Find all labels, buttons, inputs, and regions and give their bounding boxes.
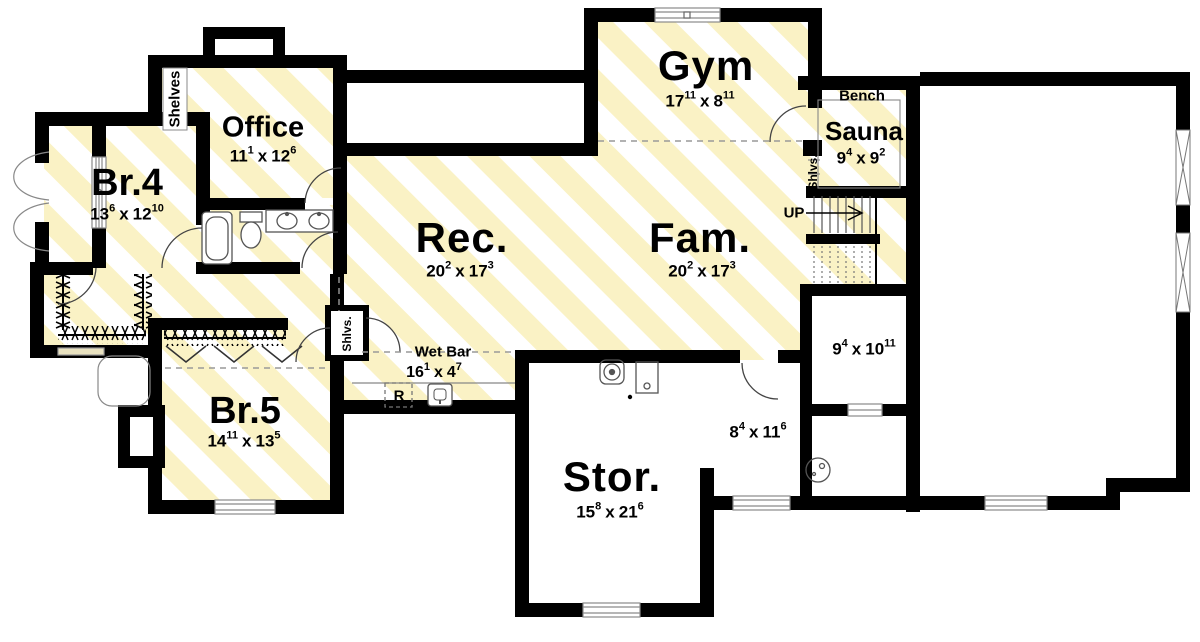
bifold-doors: [165, 345, 303, 364]
doors[interactable]: [57, 105, 807, 400]
up-label: UP: [783, 204, 805, 222]
shelves-label: Shelves: [166, 70, 184, 128]
mechanical-fixtures: [599, 359, 831, 483]
room-label-sauna: Sauna: [824, 116, 904, 146]
refrigerator: [384, 382, 413, 408]
closet-rods: [54, 274, 286, 346]
door-br4: [161, 227, 203, 269]
toilet-bowl: [240, 221, 262, 249]
door-hall-closet: [365, 317, 401, 353]
shlvs-hall-label: Shlvs.: [340, 316, 354, 352]
door-office: [304, 167, 342, 204]
window-wells: [13, 151, 151, 407]
dashed-lines: [165, 140, 806, 369]
door-sauna-area: [769, 105, 807, 143]
room-stripes: [44, 22, 920, 514]
room-label-rec: Rec.: [415, 214, 509, 261]
office-shelves-strip: [162, 67, 188, 131]
hall-shelves-closet: [325, 305, 369, 361]
door-mech: [741, 362, 779, 400]
fridge-label: R: [393, 387, 405, 405]
room-label-office: Office: [221, 111, 305, 144]
floor-drain: [627, 394, 633, 400]
door-bathroom: [301, 231, 339, 269]
door-br4-closet: [57, 267, 97, 305]
bathroom-fixtures: [201, 209, 334, 265]
sauna-bench-outline: [808, 99, 901, 189]
room-label-stor: Stor.: [562, 453, 662, 500]
room-label-br4: Br.4: [91, 162, 163, 204]
staircase[interactable]: [806, 196, 877, 290]
furnace: [635, 361, 659, 394]
room-label-wet-bar: Wet Bar: [414, 343, 472, 361]
bar-sink: [427, 383, 453, 407]
water-heater: [599, 359, 625, 385]
door-br5: [295, 327, 331, 363]
shlvs-sauna-label: Shlvs.: [806, 154, 820, 190]
toilet-tank: [239, 211, 263, 223]
bench-label: Bench: [839, 87, 885, 105]
wet-bar-fixtures: [352, 382, 515, 408]
up-arrow: [806, 205, 864, 221]
sump-pit: [805, 457, 831, 483]
windows: [57, 7, 1191, 618]
room-label-br5: Br.5: [209, 390, 281, 432]
room-label-fam: Fam.: [648, 214, 752, 261]
room-label-gym: Gym: [657, 42, 755, 89]
unfinished-rooms: [344, 83, 1176, 603]
